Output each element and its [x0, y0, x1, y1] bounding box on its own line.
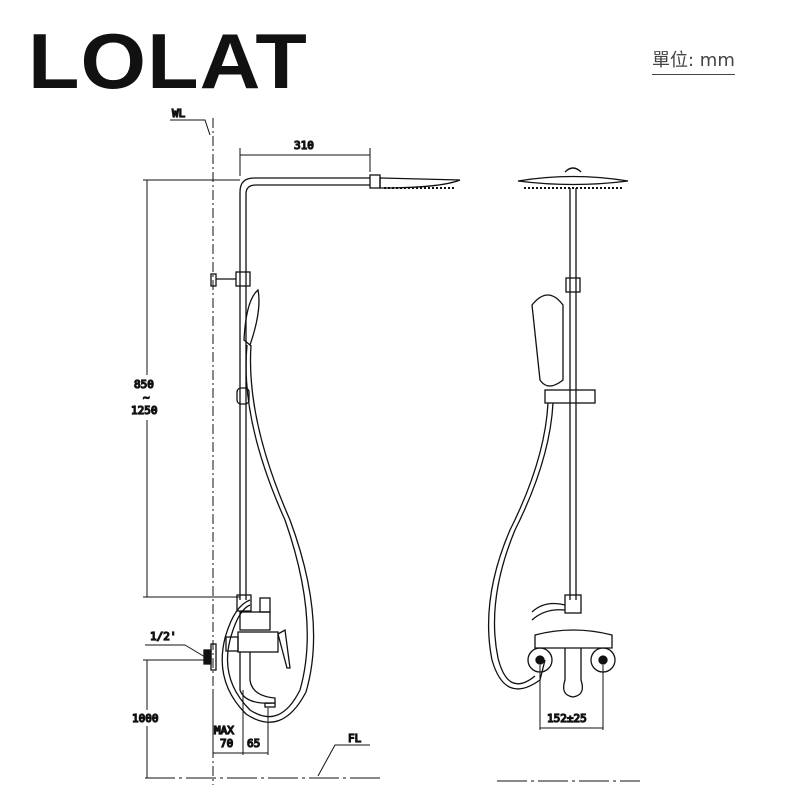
front-hand-shower [531, 294, 564, 387]
arm-length-dim: 310 [294, 139, 314, 152]
brand-logo: LOLAT [28, 17, 308, 105]
inlet-size-label: 1/2' [150, 630, 177, 643]
riser-pipe [239, 177, 370, 600]
head-connector [369, 174, 381, 189]
unit-label: 單位: mm [652, 46, 735, 75]
floor-label: FL [348, 732, 362, 745]
height-range-sep: ~ [143, 391, 150, 404]
front-view: 152±25 [487, 167, 640, 782]
max-label: MAX [214, 724, 234, 737]
hand-shower [243, 288, 260, 347]
side-view: WL 310 850 ~ 1250 1/2' [128, 106, 461, 785]
height-range-top: 850 [134, 378, 154, 391]
height-range-bottom: 1250 [131, 404, 158, 417]
wall-offset-dim: 70 [220, 737, 233, 750]
front-shower-head [517, 175, 629, 186]
spout-offset-dim: 65 [247, 737, 260, 750]
inlet-height-dim: 1000 [132, 712, 159, 725]
wall-label: WL [172, 107, 186, 120]
center-distance-dim: 152±25 [547, 712, 587, 725]
shower-head [379, 177, 461, 189]
hose [226, 344, 308, 718]
